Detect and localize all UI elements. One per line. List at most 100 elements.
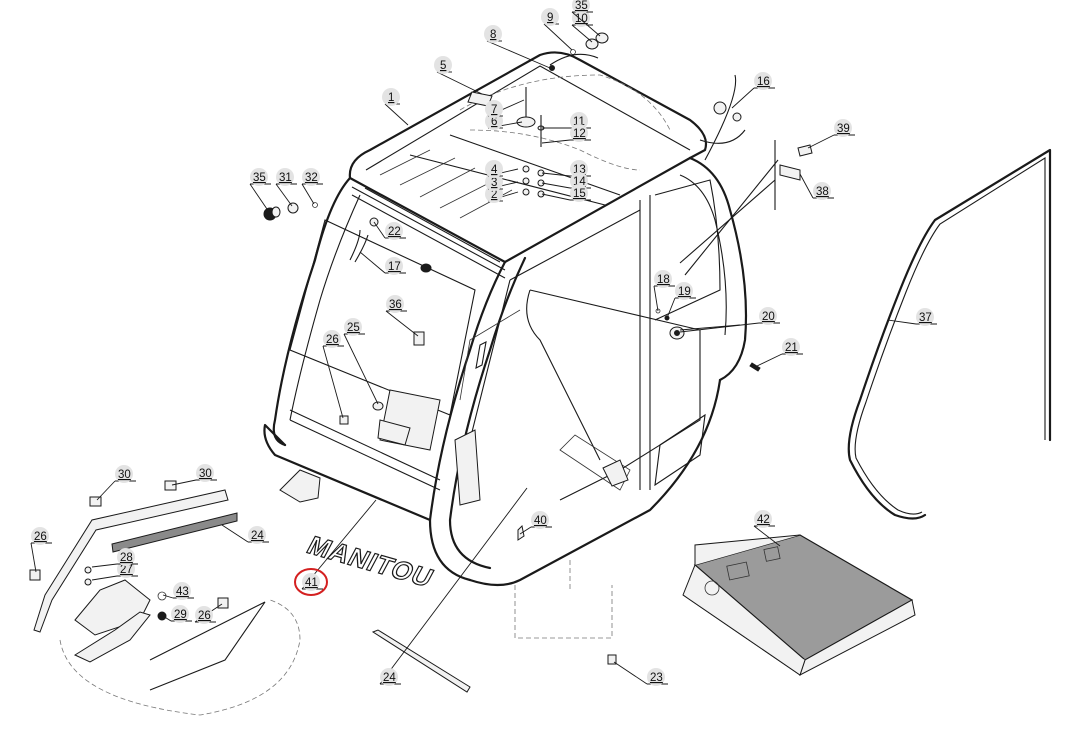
callout-leader: [756, 353, 783, 367]
callout-21: 21: [756, 338, 803, 367]
callout-18: 18: [653, 270, 675, 312]
left-loose-parts: [263, 202, 318, 221]
callout-leader: [379, 487, 528, 685]
callout-22: 22: [373, 221, 406, 240]
callout-number: 27: [120, 564, 133, 576]
callout-42: 42: [753, 510, 781, 547]
callout-leader: [571, 24, 593, 43]
callout-10: 10: [571, 9, 593, 43]
callout-bubble: [323, 330, 341, 348]
callout-leader: [91, 575, 118, 581]
callout-bubble: [173, 582, 191, 600]
callout-bubble: [250, 168, 268, 186]
callout-leader: [221, 524, 249, 543]
callout-number: 30: [118, 469, 131, 481]
callout-26: 26: [194, 603, 223, 624]
callout-leader: [96, 480, 116, 501]
callout-leader: [486, 40, 551, 69]
callout-number: 7: [491, 104, 497, 116]
callout-number: 1: [388, 92, 394, 104]
floor-ghost-outline: [59, 560, 613, 716]
callout-bubble: [916, 308, 934, 326]
callout-leader: [731, 87, 755, 109]
callout-30: 30: [96, 465, 136, 501]
callout-leader: [543, 23, 573, 51]
callout-number: 26: [34, 531, 47, 543]
callout-leader: [571, 11, 601, 37]
callout-28: 28: [91, 548, 138, 568]
callout-bubble: [248, 526, 266, 544]
callout-bubble: [654, 270, 672, 288]
callout-40: 40: [519, 511, 552, 535]
callout-bubble: [276, 168, 294, 186]
callout-bubble: [485, 160, 503, 178]
callout-bubble: [31, 527, 49, 545]
callout-bubble: [386, 295, 404, 313]
callout-35: 35: [571, 0, 601, 37]
callout-leader: [171, 479, 197, 486]
callout-39: 39: [807, 119, 855, 149]
callout-17: 17: [359, 251, 406, 275]
callout-leader: [301, 183, 315, 205]
callout-bubble: [380, 668, 398, 686]
callout-bubble: [570, 184, 588, 202]
callout-number: 12: [573, 128, 586, 140]
callout-bubble: [541, 8, 559, 26]
callout-bubble: [754, 510, 772, 528]
manitou-decal-41: MANITOU: [302, 530, 440, 593]
callout-number: 3: [491, 177, 497, 189]
callout-bubble: [385, 222, 403, 240]
callout-number: 20: [762, 311, 775, 323]
callout-bubble: [171, 605, 189, 623]
callout-number: 8: [490, 29, 496, 41]
callout-bubble: [570, 124, 588, 142]
callout-leader: [30, 542, 37, 573]
callout-26: 26: [30, 527, 52, 573]
callout-bubble: [485, 100, 503, 118]
callout-1: 1: [382, 88, 409, 126]
callout-25: 25: [343, 318, 379, 405]
callout-number: 17: [388, 261, 401, 273]
callout-number: 38: [816, 186, 829, 198]
callout-number: 28: [120, 552, 133, 564]
callout-leader: [887, 319, 917, 325]
callout-leader: [385, 310, 419, 337]
callout-31: 31: [275, 168, 297, 207]
callout-leader: [753, 525, 781, 547]
callout-number: 35: [253, 172, 266, 184]
callout-number: 39: [837, 123, 850, 135]
callout-bubble: [572, 0, 590, 14]
callout-8: 8: [484, 25, 551, 69]
callout-23: 23: [613, 661, 668, 686]
callout-bubble: [675, 282, 693, 300]
callout-leader: [679, 322, 760, 333]
callout-number: 18: [657, 274, 670, 286]
callout-bubble: [302, 573, 320, 591]
callout-number: 10: [575, 13, 588, 25]
callout-leader: [541, 172, 571, 177]
callout-7: 7: [485, 99, 525, 118]
callout-bubble: [302, 168, 320, 186]
callout-bubble: [647, 668, 665, 686]
callout-36: 36: [385, 295, 419, 337]
callout-leader: [613, 661, 648, 685]
callout-3: 3: [485, 173, 519, 191]
callout-number: 19: [678, 286, 691, 298]
callout-leader: [162, 615, 172, 622]
callout-leader: [436, 71, 483, 95]
callout-bubble: [759, 307, 777, 325]
highlight-ring: [294, 568, 328, 596]
callout-leader: [322, 345, 344, 419]
callout-bubble: [115, 465, 133, 483]
callout-number: 25: [347, 322, 360, 334]
callout-number: 23: [650, 672, 663, 684]
callout-19: 19: [666, 282, 696, 319]
callout-26: 26: [322, 330, 344, 419]
callout-number: 24: [383, 672, 396, 684]
callout-bubble: [754, 72, 772, 90]
callout-35: 35: [249, 168, 271, 213]
callout-leader: [249, 183, 270, 213]
callout-leader: [653, 285, 659, 312]
